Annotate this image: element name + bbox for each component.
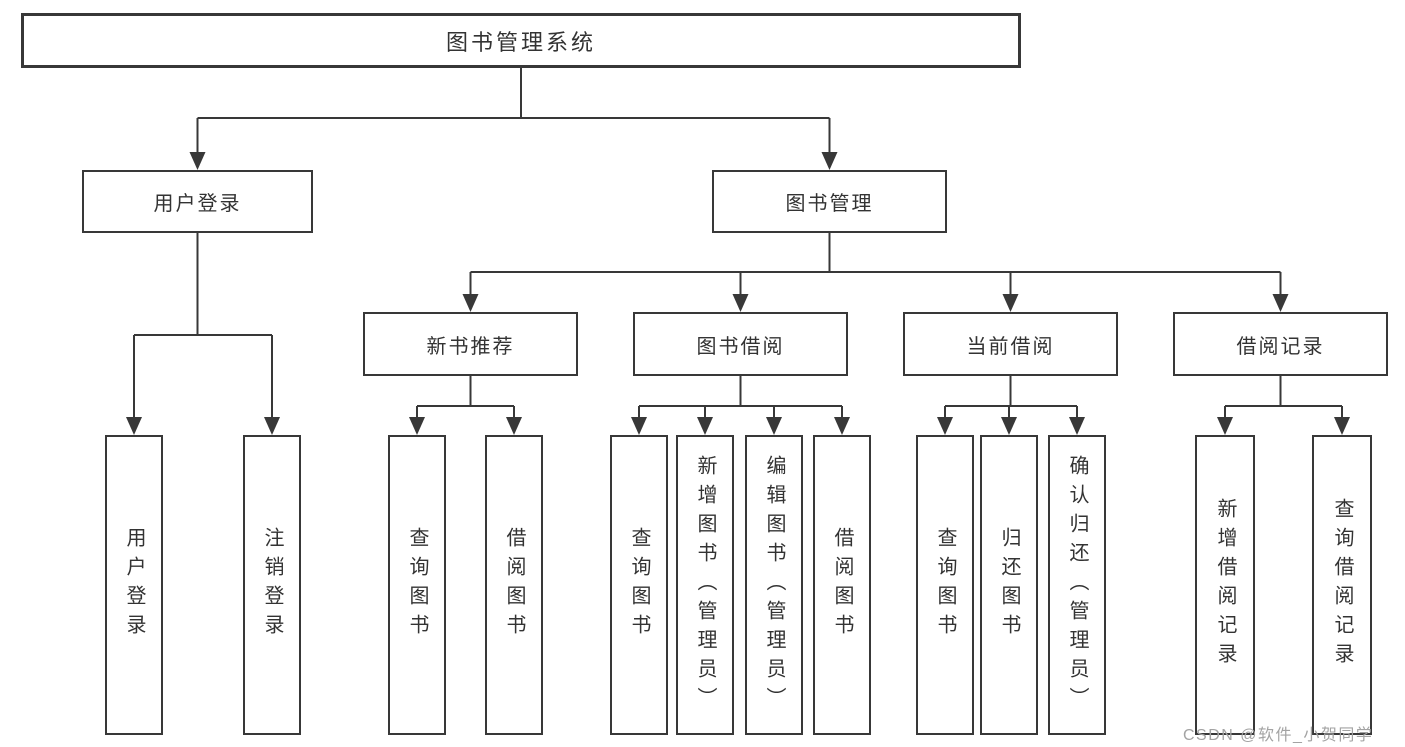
node-book-borrowing-label: 图书借阅 bbox=[696, 335, 785, 358]
node-current-borrowing: 当前借阅 bbox=[903, 312, 1118, 376]
leaf-query-books-recommend-label: 查询图书 bbox=[406, 527, 428, 643]
leaf-borrow-books-borrowing-label: 借阅图书 bbox=[831, 527, 853, 643]
leaf-query-books-borrowing-label: 查询图书 bbox=[628, 527, 650, 643]
leaf-edit-books-admin-label: 编辑图书（管理员） bbox=[763, 454, 785, 716]
leaf-query-books-current-label: 查询图书 bbox=[934, 527, 956, 643]
leaf-logout-login-label: 注销登录 bbox=[261, 527, 283, 643]
leaf-return-books-label: 归还图书 bbox=[998, 527, 1020, 643]
leaf-query-books-borrowing: 查询图书 bbox=[610, 435, 668, 735]
watermark: CSDN @软件_小贺同学 bbox=[1183, 727, 1374, 744]
node-library-system-label: 图书管理系统 bbox=[445, 29, 596, 55]
leaf-logout-login: 注销登录 bbox=[243, 435, 301, 735]
leaf-confirm-return-admin-label: 确认归还（管理员） bbox=[1066, 454, 1088, 716]
leaf-user-login: 用户登录 bbox=[105, 435, 163, 735]
leaf-query-books-current: 查询图书 bbox=[916, 435, 974, 735]
node-new-book-recommend-label: 新书推荐 bbox=[426, 335, 515, 358]
leaf-add-books-admin: 新增图书（管理员） bbox=[676, 435, 734, 735]
leaf-borrow-books-recommend-label: 借阅图书 bbox=[503, 527, 525, 643]
node-borrowing-records-label: 借阅记录 bbox=[1236, 335, 1325, 358]
leaf-query-books-recommend: 查询图书 bbox=[388, 435, 446, 735]
node-book-management: 图书管理 bbox=[712, 170, 947, 233]
leaf-borrow-books-recommend: 借阅图书 bbox=[485, 435, 543, 735]
node-book-borrowing: 图书借阅 bbox=[633, 312, 848, 376]
node-book-management-label: 图书管理 bbox=[785, 193, 874, 215]
node-current-borrowing-label: 当前借阅 bbox=[966, 335, 1055, 358]
leaf-edit-books-admin: 编辑图书（管理员） bbox=[745, 435, 803, 735]
leaf-add-borrow-record-label: 新增借阅记录 bbox=[1214, 498, 1236, 672]
leaf-borrow-books-borrowing: 借阅图书 bbox=[813, 435, 871, 735]
leaf-query-borrow-record-label: 查询借阅记录 bbox=[1331, 498, 1353, 672]
node-user-login-label: 用户登录 bbox=[153, 193, 242, 215]
leaf-query-borrow-record: 查询借阅记录 bbox=[1312, 435, 1372, 735]
leaf-confirm-return-admin: 确认归还（管理员） bbox=[1048, 435, 1106, 735]
node-user-login: 用户登录 bbox=[82, 170, 313, 233]
node-new-book-recommend: 新书推荐 bbox=[363, 312, 578, 376]
leaf-add-books-admin-label: 新增图书（管理员） bbox=[694, 454, 716, 716]
leaf-add-borrow-record: 新增借阅记录 bbox=[1195, 435, 1255, 735]
leaf-user-login-label: 用户登录 bbox=[123, 527, 145, 643]
leaf-return-books: 归还图书 bbox=[980, 435, 1038, 735]
node-library-system: 图书管理系统 bbox=[21, 13, 1021, 68]
node-borrowing-records: 借阅记录 bbox=[1173, 312, 1388, 376]
